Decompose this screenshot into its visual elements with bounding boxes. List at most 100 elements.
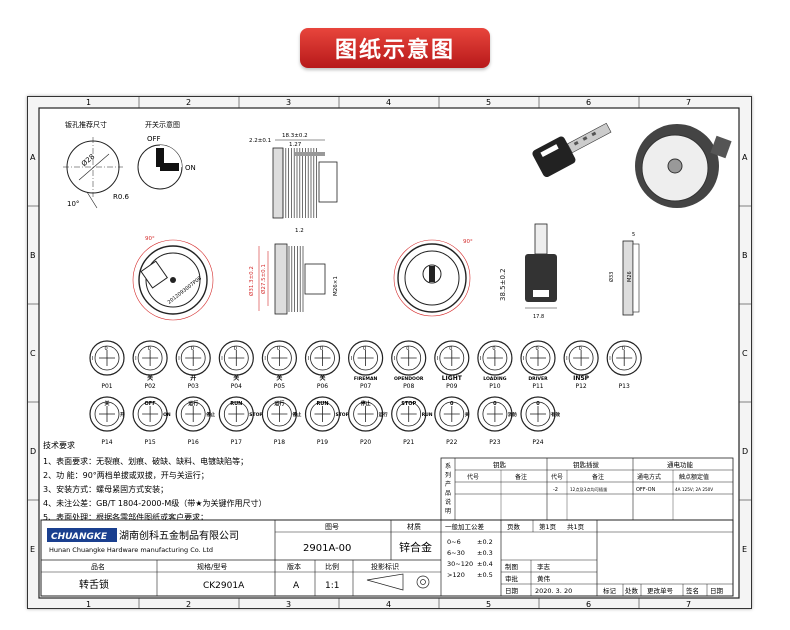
front-view-cn-face: 90° [393, 239, 473, 317]
dial-side-word: 开 [120, 411, 125, 418]
series-side-3: 产 [445, 480, 451, 488]
dial-code: P06 [317, 383, 328, 390]
column-label-top: 7 [686, 98, 691, 107]
dial-code: P11 [532, 383, 543, 390]
series-side-5: 说 [445, 498, 451, 506]
projection-symbol-icon [366, 573, 430, 591]
dial-code: P18 [274, 439, 285, 446]
dim-10deg: 10° [67, 200, 79, 208]
key-front-view: 38.5±0.2 17.8 [499, 223, 557, 320]
date-value: 2020. 3. 20 [535, 587, 572, 595]
tol-range-3: 30~120 [447, 560, 473, 568]
col-code-2: 代号 [551, 473, 563, 481]
tol-val-1: ±0.2 [477, 538, 493, 546]
logo-text: CHUANGKE [51, 532, 108, 542]
dial-code: P22 [446, 439, 457, 446]
tol-range-2: 6~30 [447, 549, 465, 557]
row-label-right: A [742, 153, 748, 162]
dial-side-mark: I [523, 356, 524, 362]
row-label-right: B [742, 251, 748, 260]
switch-view: OFF ON [137, 135, 196, 190]
dial-code: P03 [188, 383, 199, 390]
dial-side-word: STOP [336, 412, 350, 418]
row-label-left: A [30, 153, 36, 162]
dial-side-mark: I [178, 356, 179, 362]
rev-count: 处数 [625, 586, 639, 595]
tech-line-3: 3、安装方式：螺母紧固方式安装； [43, 484, 168, 494]
dim-1-2: 1.2 [295, 228, 304, 234]
checked-by: 黄伟 [537, 574, 551, 583]
dial-side-word: 运行 [379, 411, 388, 418]
tech-line-5: 5、表面处理：根据各零部件图纸或客户要求； [43, 512, 208, 522]
header-name: 品名 [91, 562, 105, 571]
row-label-right: D [742, 447, 748, 456]
column-label-top: 1 [86, 98, 91, 107]
switch-on-label: ON [185, 164, 196, 172]
group-key: 钥匙 [493, 460, 507, 469]
rev-mark: 标记 [603, 586, 617, 595]
dial-code: P14 [101, 439, 112, 446]
dial-top-word: OFF [145, 401, 156, 407]
rev-change-no: 更改单号 [647, 586, 674, 595]
dial-code: P20 [360, 439, 371, 446]
header-pages: 页数 [507, 522, 521, 531]
row-label-right: E [742, 545, 747, 554]
column-label-bottom: 3 [286, 600, 291, 609]
tech-heading: 技术要求 [43, 440, 75, 450]
side-view-top: 2.2±0.1 18.3±0.2 1.27 1.2 [249, 133, 338, 234]
dial-side-word: 停止 [206, 411, 215, 418]
dial-code: P05 [274, 383, 285, 390]
dial-zero-mark: 0 [363, 346, 366, 352]
tol-range-4: >120 [447, 571, 465, 579]
col-note-1: 备注 [515, 473, 527, 481]
key-illustration [532, 122, 612, 178]
header-projection: 投影标识 [371, 562, 399, 571]
page-number: 第1页 [539, 522, 557, 531]
tech-line-2: 2、功 能：90°两档单拔或双拔，开与关运行； [43, 470, 209, 480]
dim-38-5: 38.5±0.2 [499, 268, 507, 301]
right-side-view: 5 Ø33 M26 [608, 232, 640, 316]
dial-side-word: ON [163, 412, 171, 418]
cell-note-2: 12点及3点均可插拔 [570, 486, 608, 493]
dial-top-word: 0 [536, 401, 540, 407]
dial-side-word: 关 [465, 411, 470, 418]
column-label-bottom: 6 [586, 600, 591, 609]
column-label-bottom: 5 [486, 600, 491, 609]
column-label-bottom: 4 [386, 600, 391, 609]
header-scale: 比例 [325, 562, 339, 571]
dial-word: LOADING [483, 376, 506, 382]
dim-1-27: 1.27 [289, 142, 302, 148]
dial-word: INSP [573, 375, 590, 382]
tech-line-1: 1、表面要求：无裂痕、划痕、破缺、缺料、电镀缺陷等； [43, 456, 248, 466]
model-value: CK2901A [203, 581, 245, 591]
dial-code: P13 [619, 383, 630, 390]
column-label-bottom: 1 [86, 600, 91, 609]
product-name: 转舌锁 [79, 578, 109, 591]
banner-title: 图纸示意图 [334, 38, 455, 63]
dial-zero-mark: 0 [277, 346, 280, 352]
dial-side-mark: I [609, 356, 610, 362]
dim-m26: M26×1 [333, 276, 339, 296]
dial-code: P16 [188, 439, 199, 446]
dial-word: 关 [276, 374, 282, 382]
cell-mode: OFF-ON [636, 487, 656, 493]
dial-word: 开 [190, 374, 196, 382]
dial-word: 关 [319, 374, 325, 382]
column-label-bottom: 7 [686, 600, 691, 609]
cell-rating: 4A 125V; 2A 250V [675, 487, 713, 492]
